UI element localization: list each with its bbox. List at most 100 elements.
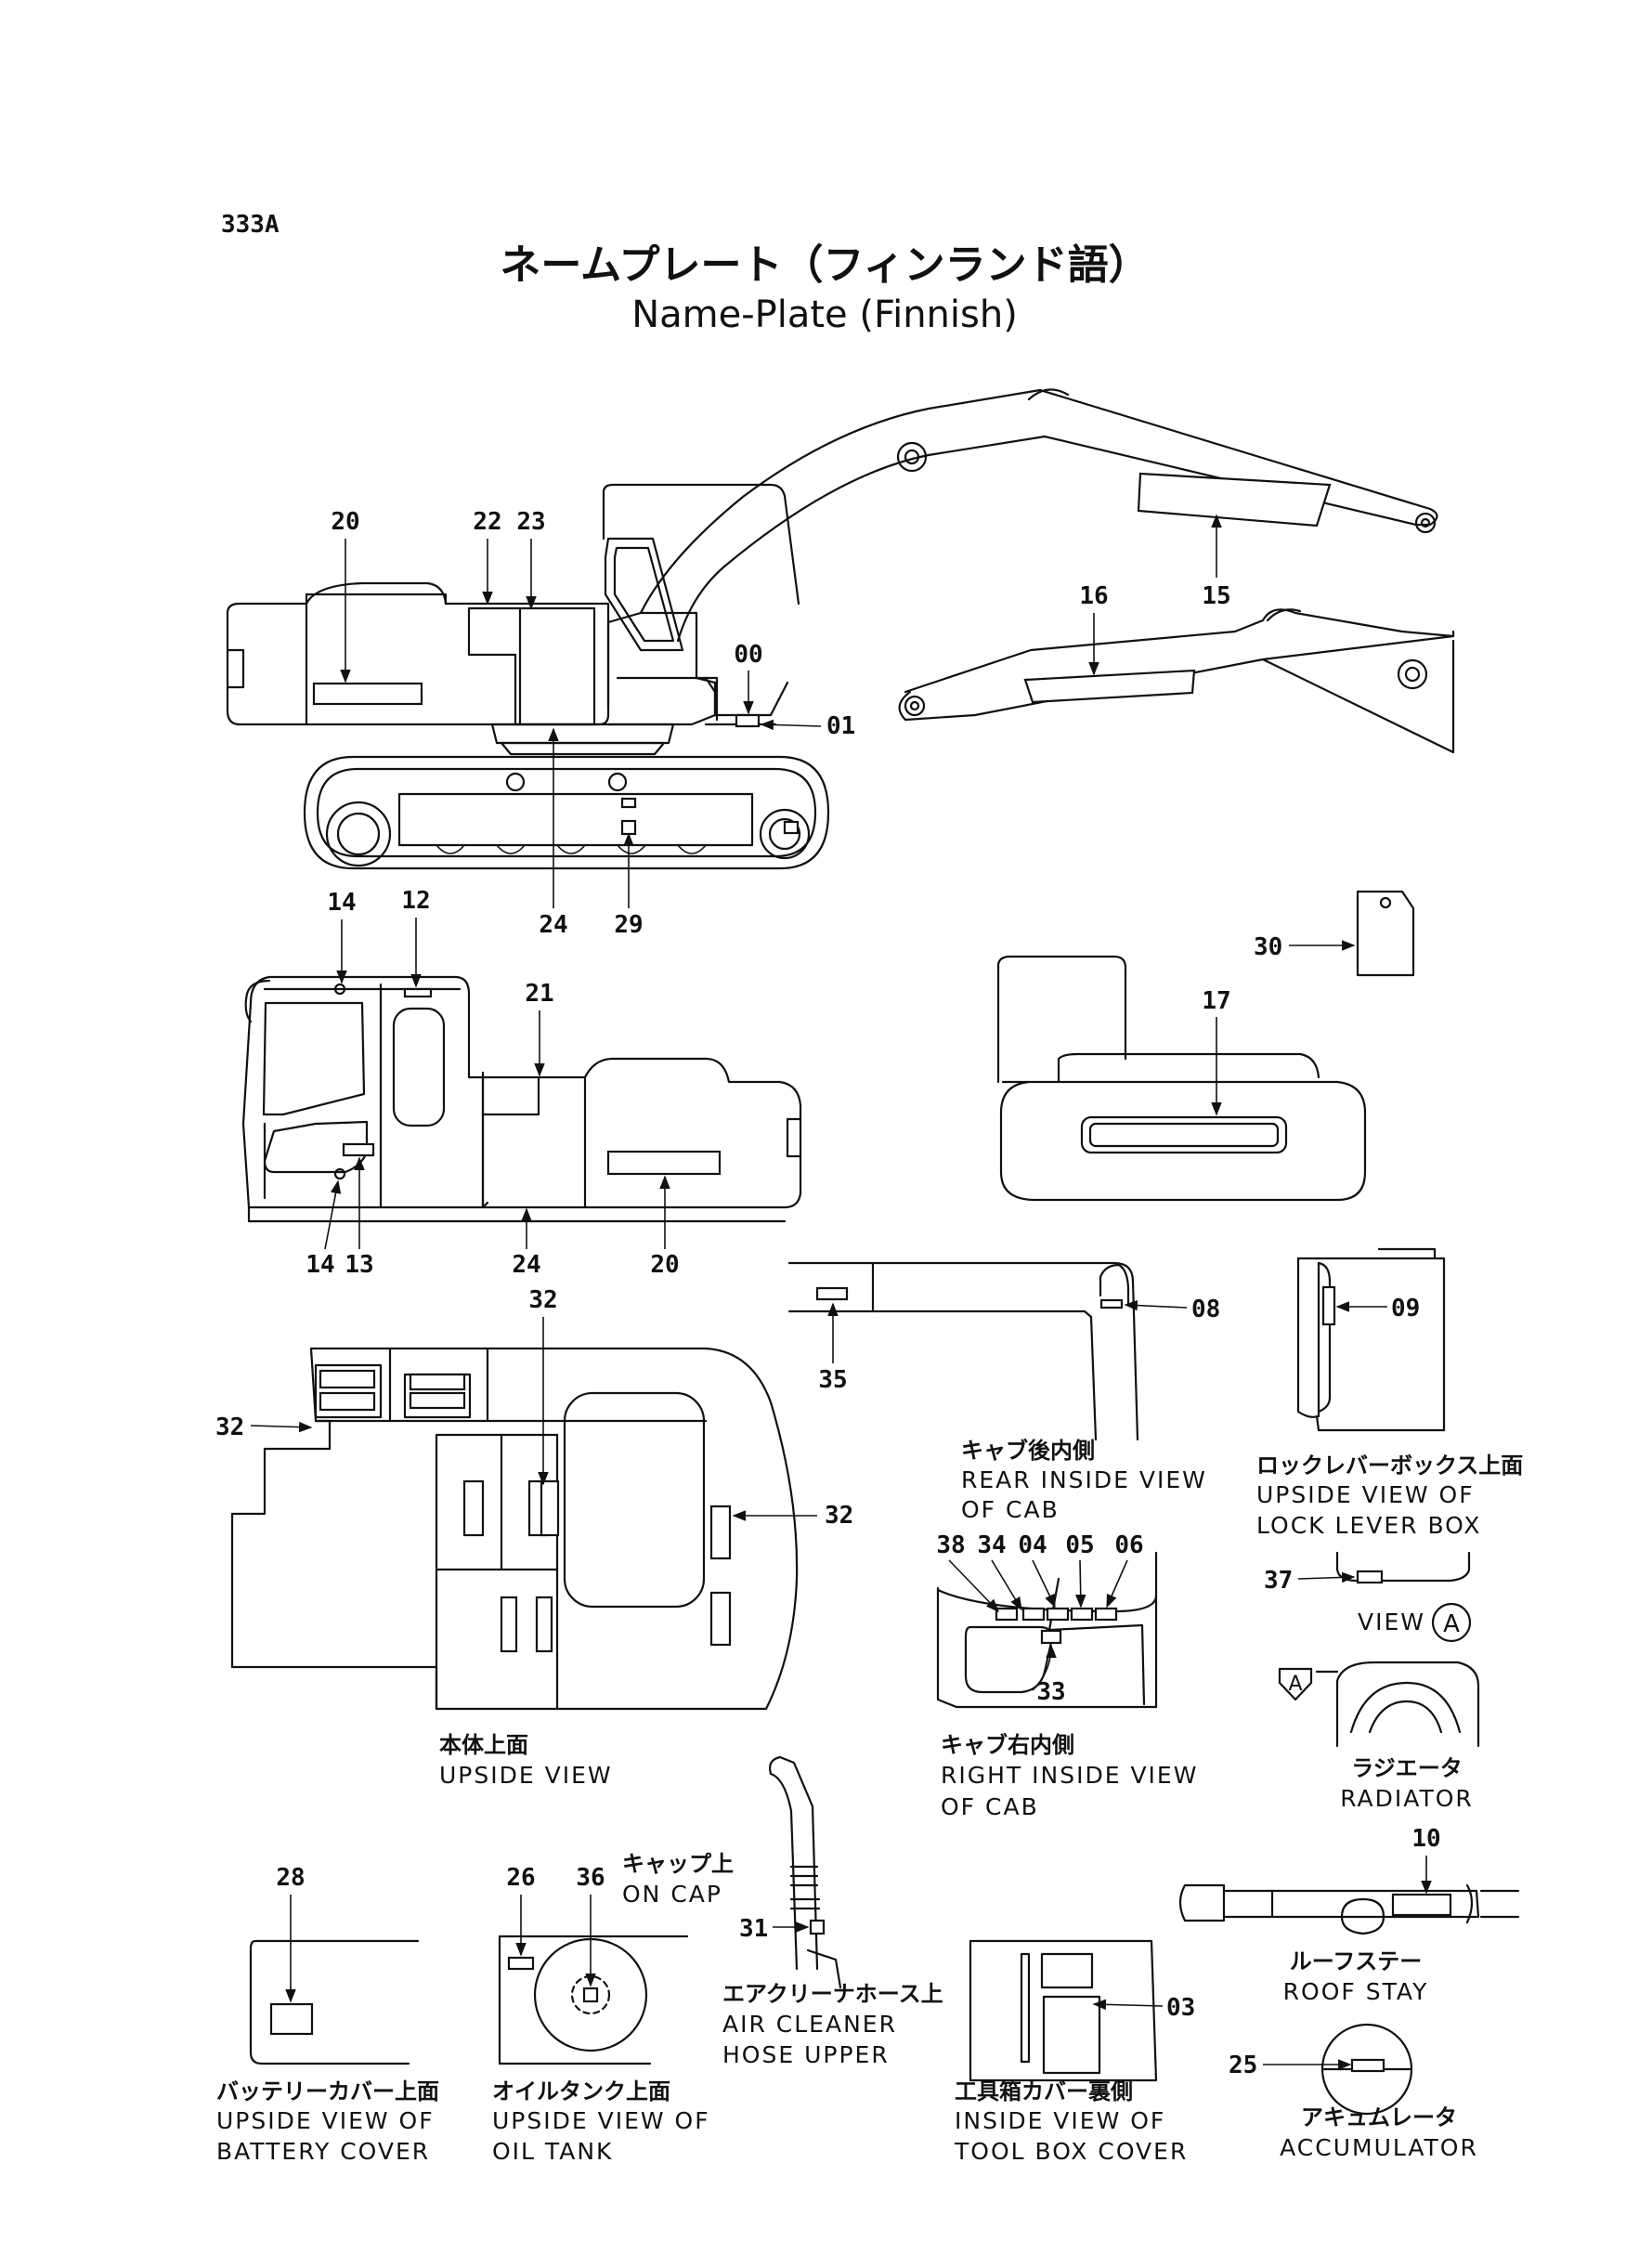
- label-rear-cab-en2: OF CAB: [961, 1496, 1060, 1523]
- callout-24-main: 24: [539, 911, 567, 939]
- callout-00: 00: [734, 641, 762, 669]
- label-oil-tank-en1: UPSIDE VIEW OF: [492, 2107, 710, 2134]
- arm-nameplate: [1023, 669, 1196, 704]
- callout-32-right: 32: [825, 1502, 853, 1530]
- callout-16: 16: [1079, 582, 1108, 610]
- crawler-track: [303, 755, 830, 870]
- main-view-callouts: 20 22 23 24 00 01 29 15: [331, 508, 1230, 939]
- tool-box-cover-view: 03 工具箱カバー裏側 INSIDE VIEW OF TOOL BOX COVE…: [954, 1939, 1195, 2165]
- air-cleaner-hose-view: 31 エアクリーナホース上 AIR CLEANER HOSE UPPER: [722, 1755, 943, 2068]
- label-lock-box-en1: UPSIDE VIEW OF: [1256, 1481, 1475, 1508]
- callout-13: 13: [345, 1251, 373, 1279]
- label-lock-box-en2: LOCK LEVER BOX: [1256, 1512, 1481, 1539]
- excavator-engine-block: [467, 606, 596, 726]
- label-right-cab-en1: RIGHT INSIDE VIEW: [941, 1762, 1198, 1789]
- excavator-upper-body: [226, 593, 610, 726]
- tag-view: 30: [1254, 890, 1415, 977]
- arrow-a-marker: [1278, 1667, 1313, 1701]
- excavator-main-boom: [639, 388, 1438, 643]
- callout-03: 03: [1166, 1994, 1195, 2022]
- callout-09: 09: [1391, 1295, 1420, 1322]
- callout-30: 30: [1254, 933, 1282, 961]
- callout-01: 01: [826, 712, 855, 740]
- callout-32-top: 32: [528, 1286, 557, 1314]
- label-tool-box-en1: INSIDE VIEW OF: [955, 2107, 1165, 2134]
- cab-window-front: [262, 1001, 366, 1116]
- rear-cab-nameplate: [815, 1286, 849, 1301]
- label-view-a: VIEW: [1358, 1609, 1425, 1635]
- body-side-nameplate: [606, 1150, 722, 1176]
- label-radiator-en: RADIATOR: [1340, 1785, 1474, 1812]
- callout-05: 05: [1065, 1531, 1094, 1559]
- label-air-hose-en2: HOSE UPPER: [722, 2041, 890, 2068]
- label-battery-en2: BATTERY COVER: [216, 2138, 430, 2165]
- cab-top-nameplate: [403, 987, 433, 998]
- label-roof-stay-en: ROOF STAY: [1283, 1978, 1429, 2005]
- view-a-circle-letter: A: [1443, 1610, 1460, 1638]
- cab-side-view: [241, 975, 802, 1223]
- lock-box-nameplate: [1321, 1285, 1336, 1326]
- rear-inside-cab-view: 35 08 キャブ後内側 REAR INSIDE VIEW OF CAB: [787, 1261, 1220, 1523]
- label-oil-tank-jp: オイルタンク上面: [492, 2078, 670, 2104]
- callout-20-side: 20: [650, 1251, 679, 1279]
- callout-26: 26: [506, 1864, 535, 1892]
- label-on-cap-en: ON CAP: [622, 1881, 722, 1908]
- callout-31: 31: [739, 1915, 768, 1943]
- callout-04: 04: [1018, 1531, 1047, 1559]
- label-battery-jp: バッテリーカバー上面: [216, 2078, 439, 2104]
- upside-engine-cover: [563, 1391, 706, 1609]
- label-roof-stay-jp: ルーフステー: [1290, 1948, 1423, 1974]
- excavator-turntable: [490, 723, 675, 745]
- excavator-side-view: [226, 388, 1438, 870]
- label-accumulator-en: ACCUMULATOR: [1280, 2134, 1478, 2161]
- rear-view: 17: [996, 955, 1367, 1202]
- label-tool-box-jp: 工具箱カバー裏側: [955, 2078, 1133, 2104]
- callout-08: 08: [1191, 1296, 1220, 1323]
- label-on-cap-jp: キャップ上: [622, 1851, 734, 1877]
- label-radiator-jp: ラジエータ: [1351, 1755, 1463, 1781]
- callout-14-bottom: 14: [306, 1251, 334, 1279]
- battery-cover-view: 28 バッテリーカバー上面 UPSIDE VIEW OF BATTERY COV…: [216, 1864, 439, 2165]
- callout-28: 28: [276, 1864, 305, 1892]
- callout-38: 38: [936, 1531, 965, 1559]
- callout-22: 22: [473, 508, 501, 536]
- label-tool-box-en2: TOOL BOX COVER: [954, 2138, 1188, 2165]
- callout-33: 33: [1036, 1678, 1065, 1706]
- body-upside-view: 32 32 32 本体上面 UPSIDE VIEW: [215, 1286, 853, 1789]
- callout-23: 23: [516, 508, 545, 536]
- label-accumulator-jp: アキュムレータ: [1301, 2104, 1457, 2130]
- callout-29: 29: [614, 911, 643, 939]
- cab-side-callouts: 14 12 21 14 13 24 20: [306, 887, 679, 1279]
- callout-06: 06: [1114, 1531, 1143, 1559]
- plate-00-01: [735, 713, 761, 728]
- rear-nameplate: [1080, 1115, 1288, 1154]
- label-right-cab-jp: キャブ右内側: [941, 1732, 1074, 1758]
- label-upside-view-en: UPSIDE VIEW: [439, 1762, 613, 1789]
- label-air-hose-jp: エアクリーナホース上: [722, 1981, 943, 2007]
- label-lock-box-jp: ロックレバーボックス上面: [1256, 1453, 1523, 1479]
- label-battery-en1: UPSIDE VIEW OF: [216, 2107, 435, 2134]
- cab-door-nameplate: [342, 1142, 375, 1157]
- label-rear-cab-en1: REAR INSIDE VIEW: [961, 1466, 1207, 1493]
- label-oil-tank-en2: OIL TANK: [492, 2138, 613, 2165]
- callout-34: 34: [977, 1531, 1006, 1559]
- accumulator-view: 25 アキュムレータ ACCUMULATOR: [1229, 2023, 1478, 2161]
- title-english: Name-Plate (Finnish): [631, 293, 1018, 336]
- callout-20-main: 20: [331, 508, 359, 536]
- callout-10: 10: [1411, 1825, 1440, 1853]
- callout-36: 36: [576, 1864, 605, 1892]
- callout-17: 17: [1202, 987, 1230, 1015]
- callout-15: 15: [1202, 582, 1230, 610]
- callout-24-side: 24: [512, 1251, 540, 1279]
- label-air-hose-en1: AIR CLEANER: [722, 2011, 897, 2038]
- arm-view: 16: [898, 582, 1455, 754]
- view-a-detail: 37 VIEW A: [1264, 1551, 1472, 1643]
- callout-32-left: 32: [215, 1414, 244, 1441]
- label-right-cab-en2: OF CAB: [941, 1793, 1039, 1820]
- excavator-cab-window: [604, 537, 684, 652]
- callout-35: 35: [818, 1366, 847, 1394]
- excavator-counterweight-top: [305, 581, 448, 606]
- roof-stay-view: 10 ルーフステー ROOF STAY: [1178, 1825, 1520, 2005]
- lock-lever-box-view: 09 ロックレバーボックス上面 UPSIDE VIEW OF LOCK LEVE…: [1256, 1247, 1523, 1539]
